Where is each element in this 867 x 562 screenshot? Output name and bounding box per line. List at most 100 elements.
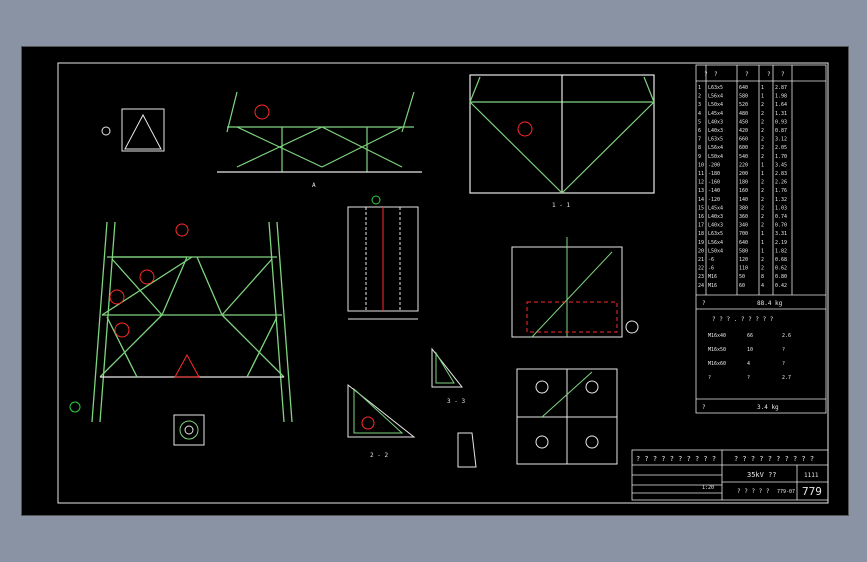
title-code: 1111 <box>804 472 819 479</box>
table-cell: -160 <box>708 180 720 186</box>
table-cell: 520 <box>739 102 748 108</box>
title-scale-value: 1:20 <box>702 485 714 491</box>
table-cell: 1 <box>761 231 764 237</box>
table-cell: 0.93 <box>775 119 787 125</box>
bolt-table-cell: 4 <box>747 361 750 367</box>
table-cell: 540 <box>739 154 748 160</box>
table-cell: L56x4 <box>708 94 723 100</box>
table-cell: 7 <box>698 137 701 143</box>
small-section-detail <box>457 432 477 468</box>
title-sub: ? ? ? ? ? <box>737 488 770 495</box>
table-cell: 1.31 <box>775 111 787 117</box>
bolt-table-header: ? ? ? . ? ? ? ? ? <box>712 316 774 323</box>
table-cell: 380 <box>739 205 748 211</box>
table-cell: 1.98 <box>775 94 787 100</box>
top-frame-view <box>217 91 422 173</box>
view-label-top: A <box>312 182 316 189</box>
top-right-frame-view <box>469 74 655 194</box>
table-cell: 60 <box>739 283 745 289</box>
table-cell: 19 <box>698 240 704 246</box>
bolt-table-cell: M16x60 <box>708 361 726 367</box>
main-front-frame <box>91 221 293 423</box>
table-cell: L40x3 <box>708 214 723 220</box>
triangle-detail-top <box>121 108 165 152</box>
cad-drawing-canvas: A 1 - 1 <box>57 62 829 504</box>
table-cell: 1.70 <box>775 154 787 160</box>
table-cell: 2 <box>761 257 764 263</box>
table-cell: 1.32 <box>775 197 787 203</box>
table-cell: 2.87 <box>775 85 787 91</box>
bolt-table-cell: M16x40 <box>708 333 726 339</box>
bolt-table-cell: 66 <box>747 333 753 339</box>
table-cell: 2 <box>761 223 764 229</box>
callout-marker <box>625 320 639 334</box>
table-cell: 2 <box>761 154 764 160</box>
table-cell: 2.19 <box>775 240 787 246</box>
table-cell: 2 <box>761 205 764 211</box>
table-cell: 2 <box>761 128 764 134</box>
table-total-label: ? <box>702 300 706 307</box>
bolt-table-cell: M16x50 <box>708 347 726 353</box>
bolt-table-cell: 2.7 <box>782 375 791 381</box>
table-cell: 14 <box>698 197 704 203</box>
view-label-3-3: 3 - 3 <box>447 398 465 405</box>
title-company: ? ? ? ? ? ? ? ? ? ? <box>636 455 716 463</box>
bolt-table-cell: ? <box>708 375 711 381</box>
table-cell: 8 <box>761 274 764 280</box>
table-cell: -200 <box>708 162 720 168</box>
table-cell: 11 <box>698 171 704 177</box>
table-cell: 1.64 <box>775 102 787 108</box>
bolt-table-cell: 10 <box>747 347 753 353</box>
table-cell: 21 <box>698 257 704 263</box>
table-cell: 5 <box>698 119 701 125</box>
table-cell: 580 <box>739 248 748 254</box>
table-cell: 23 <box>698 274 704 280</box>
bolt-table-cell: ? <box>782 347 785 353</box>
anchor-plate-detail <box>173 414 205 446</box>
table-cell: 24 <box>698 283 704 289</box>
table-cell: 180 <box>739 180 748 186</box>
table-cell: 660 <box>739 137 748 143</box>
table-cell: 2 <box>761 145 764 151</box>
table-cell: L40x3 <box>708 223 723 229</box>
callout-marker <box>254 104 270 120</box>
table-cell: 9 <box>698 154 701 160</box>
table-cell: 16 <box>698 214 704 220</box>
title-name: 35kV ?? <box>747 471 777 479</box>
table-cell: 1.82 <box>775 248 787 254</box>
table-cell: 10 <box>698 162 704 168</box>
table-cell: 0.70 <box>775 223 787 229</box>
green-callout <box>69 401 81 413</box>
table-cell: 640 <box>739 240 748 246</box>
table-cell: L40x3 <box>708 128 723 134</box>
table-cell: 200 <box>739 171 748 177</box>
table-cell: -6 <box>708 257 714 263</box>
table-cell: -180 <box>708 171 720 177</box>
table-cell: 8 <box>698 145 701 151</box>
green-callout <box>371 195 381 205</box>
vertical-plate-view <box>347 206 419 320</box>
table-cell: 2.05 <box>775 145 787 151</box>
table-cell: 22 <box>698 266 704 272</box>
view-label-2-2: 2 - 2 <box>370 452 388 459</box>
table-cell: 2 <box>761 266 764 272</box>
table-cell: 2 <box>761 188 764 194</box>
table-cell: 2.83 <box>775 171 787 177</box>
bolt-total-value: 3.4 kg <box>757 404 779 411</box>
callout-marker <box>517 121 533 137</box>
bolt-total-label: ? <box>702 404 706 411</box>
red-triangle-marker <box>174 353 200 378</box>
table-cell: 420 <box>739 128 748 134</box>
view-label-1-1: 1 - 1 <box>552 202 570 209</box>
table-cell: 480 <box>739 111 748 117</box>
table-cell: 1 <box>761 240 764 246</box>
table-cell: 3 <box>698 102 701 108</box>
table-cell: 2 <box>761 102 764 108</box>
table-cell: L63x5 <box>708 137 723 143</box>
table-cell: 18 <box>698 231 704 237</box>
table-cell: 3.31 <box>775 231 787 237</box>
table-cell: 140 <box>739 197 748 203</box>
table-cell: 1 <box>761 171 764 177</box>
